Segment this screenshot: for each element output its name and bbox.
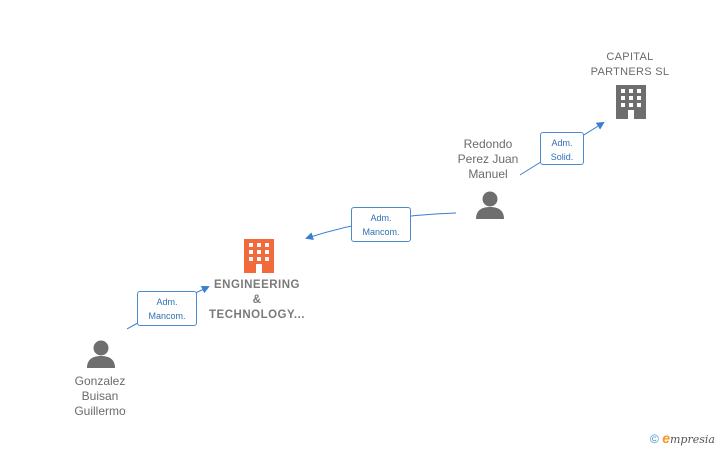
relation-line-1: Adm. <box>551 138 573 148</box>
relation-line-2: Mancom. <box>148 311 186 321</box>
relation-line-1: Adm. <box>370 213 392 223</box>
relation-badge-adm-solid[interactable]: Adm. Solid. <box>540 132 584 165</box>
node-label-capital-partners[interactable]: CAPITAL PARTNERS SL <box>590 51 670 78</box>
building-icon[interactable] <box>244 239 274 273</box>
empresia-logo-e: e <box>662 430 670 446</box>
relation-line-2: Solid. <box>550 152 574 162</box>
relation-badge-adm-mancom[interactable]: Adm. Mancom. <box>137 291 197 326</box>
copyright-icon: © <box>650 432 659 446</box>
person-icon[interactable] <box>476 191 504 220</box>
building-icon[interactable] <box>616 85 646 119</box>
relation-line-2: Mancom. <box>362 227 400 237</box>
node-label-redondo[interactable]: Redondo Perez Juan Manuel <box>457 137 519 181</box>
person-icon[interactable] <box>87 340 115 369</box>
relation-line-1: Adm. <box>156 297 178 307</box>
node-label-gonzalez[interactable]: Gonzalez Buisan Guillermo <box>74 374 126 418</box>
empresia-logo-text: mpresia <box>669 433 715 446</box>
node-label-engineering[interactable]: ENGINEERING & TECHNOLOGY... <box>209 279 305 321</box>
relation-badge-adm-mancom[interactable]: Adm. Mancom. <box>351 207 411 242</box>
footer-brand: © empresia <box>650 430 715 446</box>
